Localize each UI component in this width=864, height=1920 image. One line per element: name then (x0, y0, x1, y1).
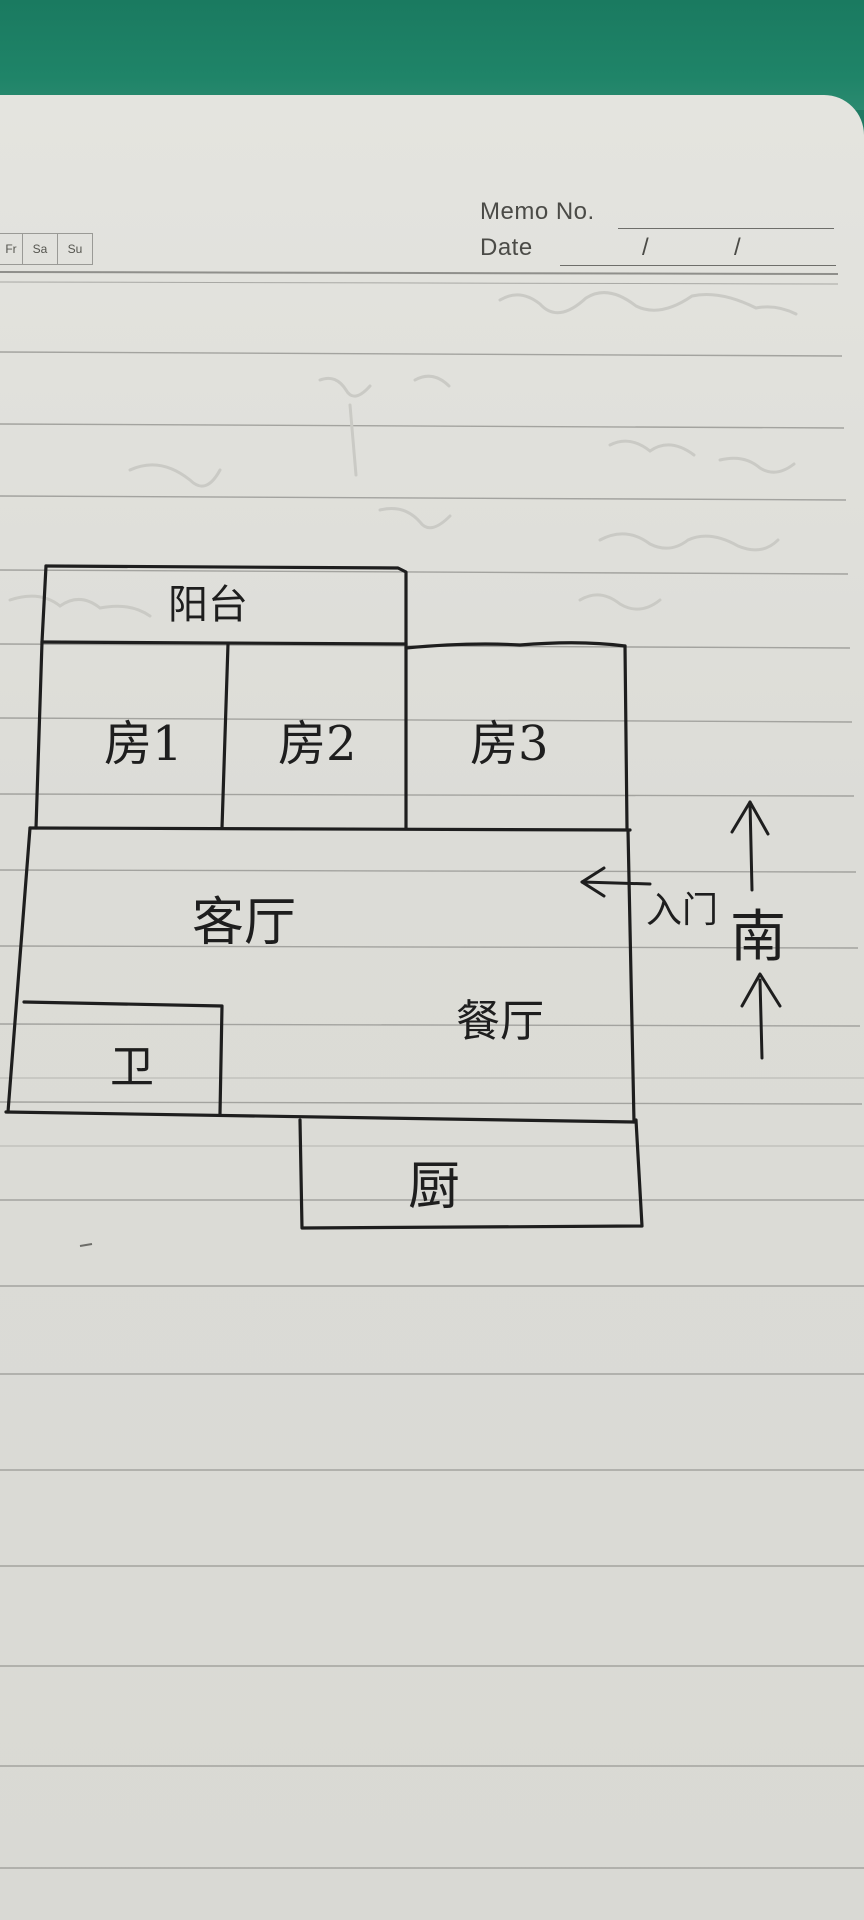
memo-no-line (618, 228, 834, 229)
weekday-sa[interactable]: Sa (23, 233, 58, 265)
memo-no-label: Memo No. (480, 198, 595, 225)
stray-pen-mark (79, 1243, 93, 1247)
balcony-outline (44, 564, 408, 646)
south-orientation-arrows (730, 800, 782, 1060)
notebook-cover (0, 0, 864, 110)
dining-room-label: 餐厅 (456, 996, 544, 1047)
date-label: Date (480, 234, 533, 261)
bathroom-label: 卫 (110, 1042, 154, 1093)
bedroom3-top-wall (404, 641, 627, 650)
kitchen-outline (298, 1118, 644, 1230)
date-line (560, 265, 836, 266)
bedroom2-label: 房2 (278, 716, 357, 772)
bedroom1-label: 房1 (104, 716, 183, 772)
plan-walls (4, 564, 644, 1230)
date-separator-2: / (734, 234, 741, 261)
bathroom-outline (22, 1000, 224, 1116)
weekday-fr[interactable]: Fr (0, 233, 23, 265)
south-label: 南 (730, 905, 786, 970)
living-room-label: 客厅 (192, 893, 296, 953)
notebook-page (0, 95, 864, 1920)
balcony-label: 阳台 (168, 582, 248, 628)
entrance-label: 入门 (646, 890, 718, 931)
date-separator-1: / (642, 234, 649, 261)
kitchen-label: 厨 (408, 1157, 460, 1217)
bedroom3-label: 房3 (470, 716, 549, 772)
weekday-boxes: Fr Sa Su (0, 233, 93, 265)
bleed-through-marks (8, 291, 798, 618)
weekday-su[interactable]: Su (58, 233, 93, 265)
entrance-arrow (580, 866, 652, 898)
